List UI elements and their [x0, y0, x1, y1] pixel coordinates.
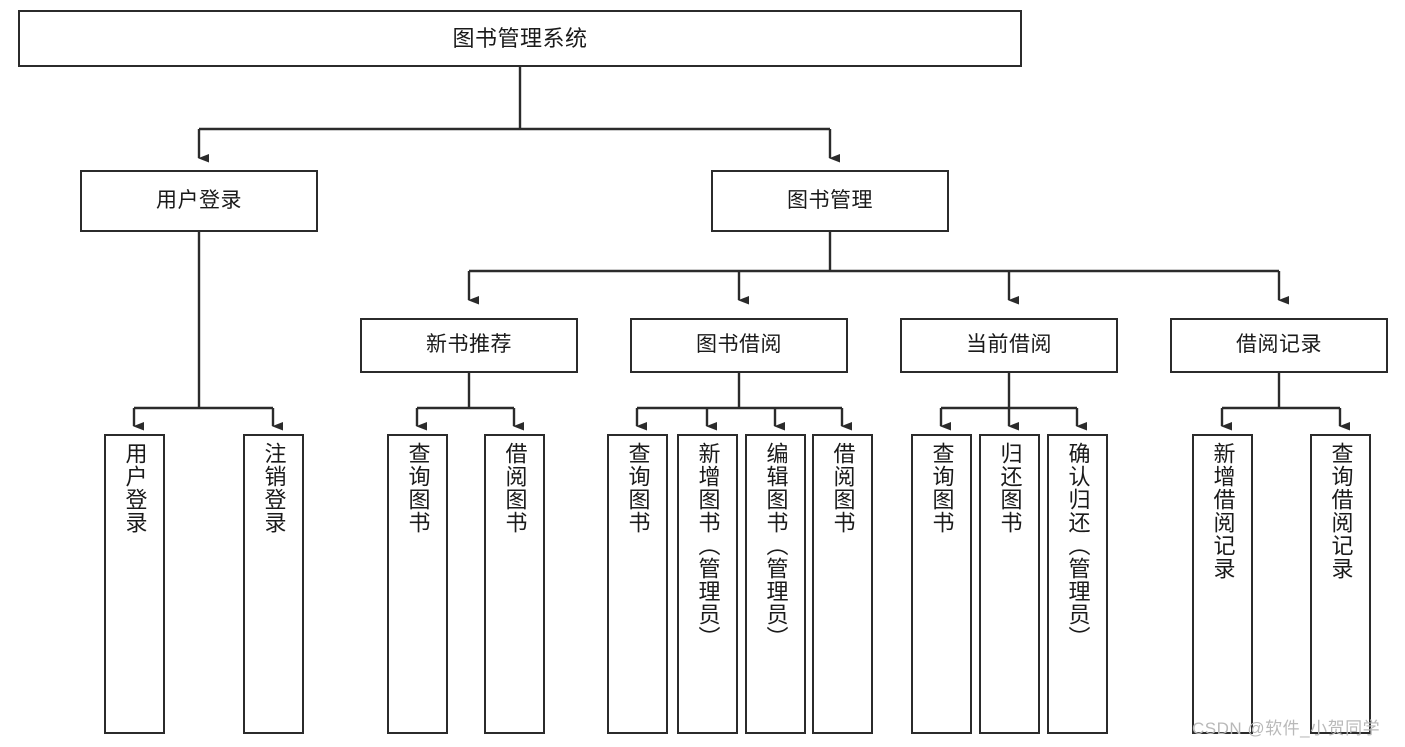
- node-book-manage-label: 图书管理: [787, 188, 873, 212]
- node-new-book-recommend[interactable]: 新书推荐: [360, 318, 578, 373]
- leaf-borrow-record-0[interactable]: 新增借阅记录: [1192, 434, 1253, 734]
- node-current-borrow-label: 当前借阅: [966, 333, 1052, 357]
- leaf-user-login-1[interactable]: 注销登录: [243, 434, 304, 734]
- leaf-book-borrow-3[interactable]: 借阅图书: [812, 434, 873, 734]
- leaf-borrow-record-1[interactable]: 查询借阅记录: [1310, 434, 1371, 734]
- node-user-login[interactable]: 用户登录: [80, 170, 318, 232]
- leaf-new-book-1-label: 借阅图书: [502, 442, 528, 534]
- leaf-book-borrow-3-label: 借阅图书: [830, 442, 856, 534]
- leaf-user-login-1-label: 注销登录: [261, 442, 287, 534]
- leaf-user-login-0-label: 用户登录: [122, 442, 148, 534]
- watermark-text: CSDN @软件_小贺同学: [1192, 719, 1381, 738]
- leaf-borrow-record-1-label: 查询借阅记录: [1328, 442, 1354, 580]
- leaf-book-borrow-0[interactable]: 查询图书: [607, 434, 668, 734]
- leaf-current-borrow-2[interactable]: 确认归还（管理员）: [1047, 434, 1108, 734]
- node-root[interactable]: 图书管理系统: [18, 10, 1022, 67]
- leaf-current-borrow-1-label: 归还图书: [997, 442, 1023, 534]
- leaf-book-borrow-0-label: 查询图书: [625, 442, 651, 534]
- node-book-borrow[interactable]: 图书借阅: [630, 318, 848, 373]
- leaf-book-borrow-2-label: 编辑图书（管理员）: [763, 442, 789, 649]
- node-new-book-recommend-label: 新书推荐: [426, 333, 512, 357]
- leaf-current-borrow-2-label: 确认归还（管理员）: [1065, 442, 1091, 649]
- leaf-current-borrow-0[interactable]: 查询图书: [911, 434, 972, 734]
- node-current-borrow[interactable]: 当前借阅: [900, 318, 1118, 373]
- leaf-book-borrow-1-label: 新增图书（管理员）: [695, 442, 721, 649]
- leaf-current-borrow-0-label: 查询图书: [929, 442, 955, 534]
- leaf-new-book-0[interactable]: 查询图书: [387, 434, 448, 734]
- leaf-book-borrow-1[interactable]: 新增图书（管理员）: [677, 434, 738, 734]
- leaf-borrow-record-0-label: 新增借阅记录: [1210, 442, 1236, 580]
- node-book-manage[interactable]: 图书管理: [711, 170, 949, 232]
- leaf-new-book-0-label: 查询图书: [405, 442, 431, 534]
- leaf-new-book-1[interactable]: 借阅图书: [484, 434, 545, 734]
- node-user-login-label: 用户登录: [156, 188, 242, 212]
- node-borrow-record[interactable]: 借阅记录: [1170, 318, 1388, 373]
- leaf-book-borrow-2[interactable]: 编辑图书（管理员）: [745, 434, 806, 734]
- leaf-current-borrow-1[interactable]: 归还图书: [979, 434, 1040, 734]
- node-borrow-record-label: 借阅记录: [1236, 333, 1322, 357]
- node-book-borrow-label: 图书借阅: [696, 333, 782, 357]
- leaf-user-login-0[interactable]: 用户登录: [104, 434, 165, 734]
- node-root-label: 图书管理系统: [452, 25, 588, 51]
